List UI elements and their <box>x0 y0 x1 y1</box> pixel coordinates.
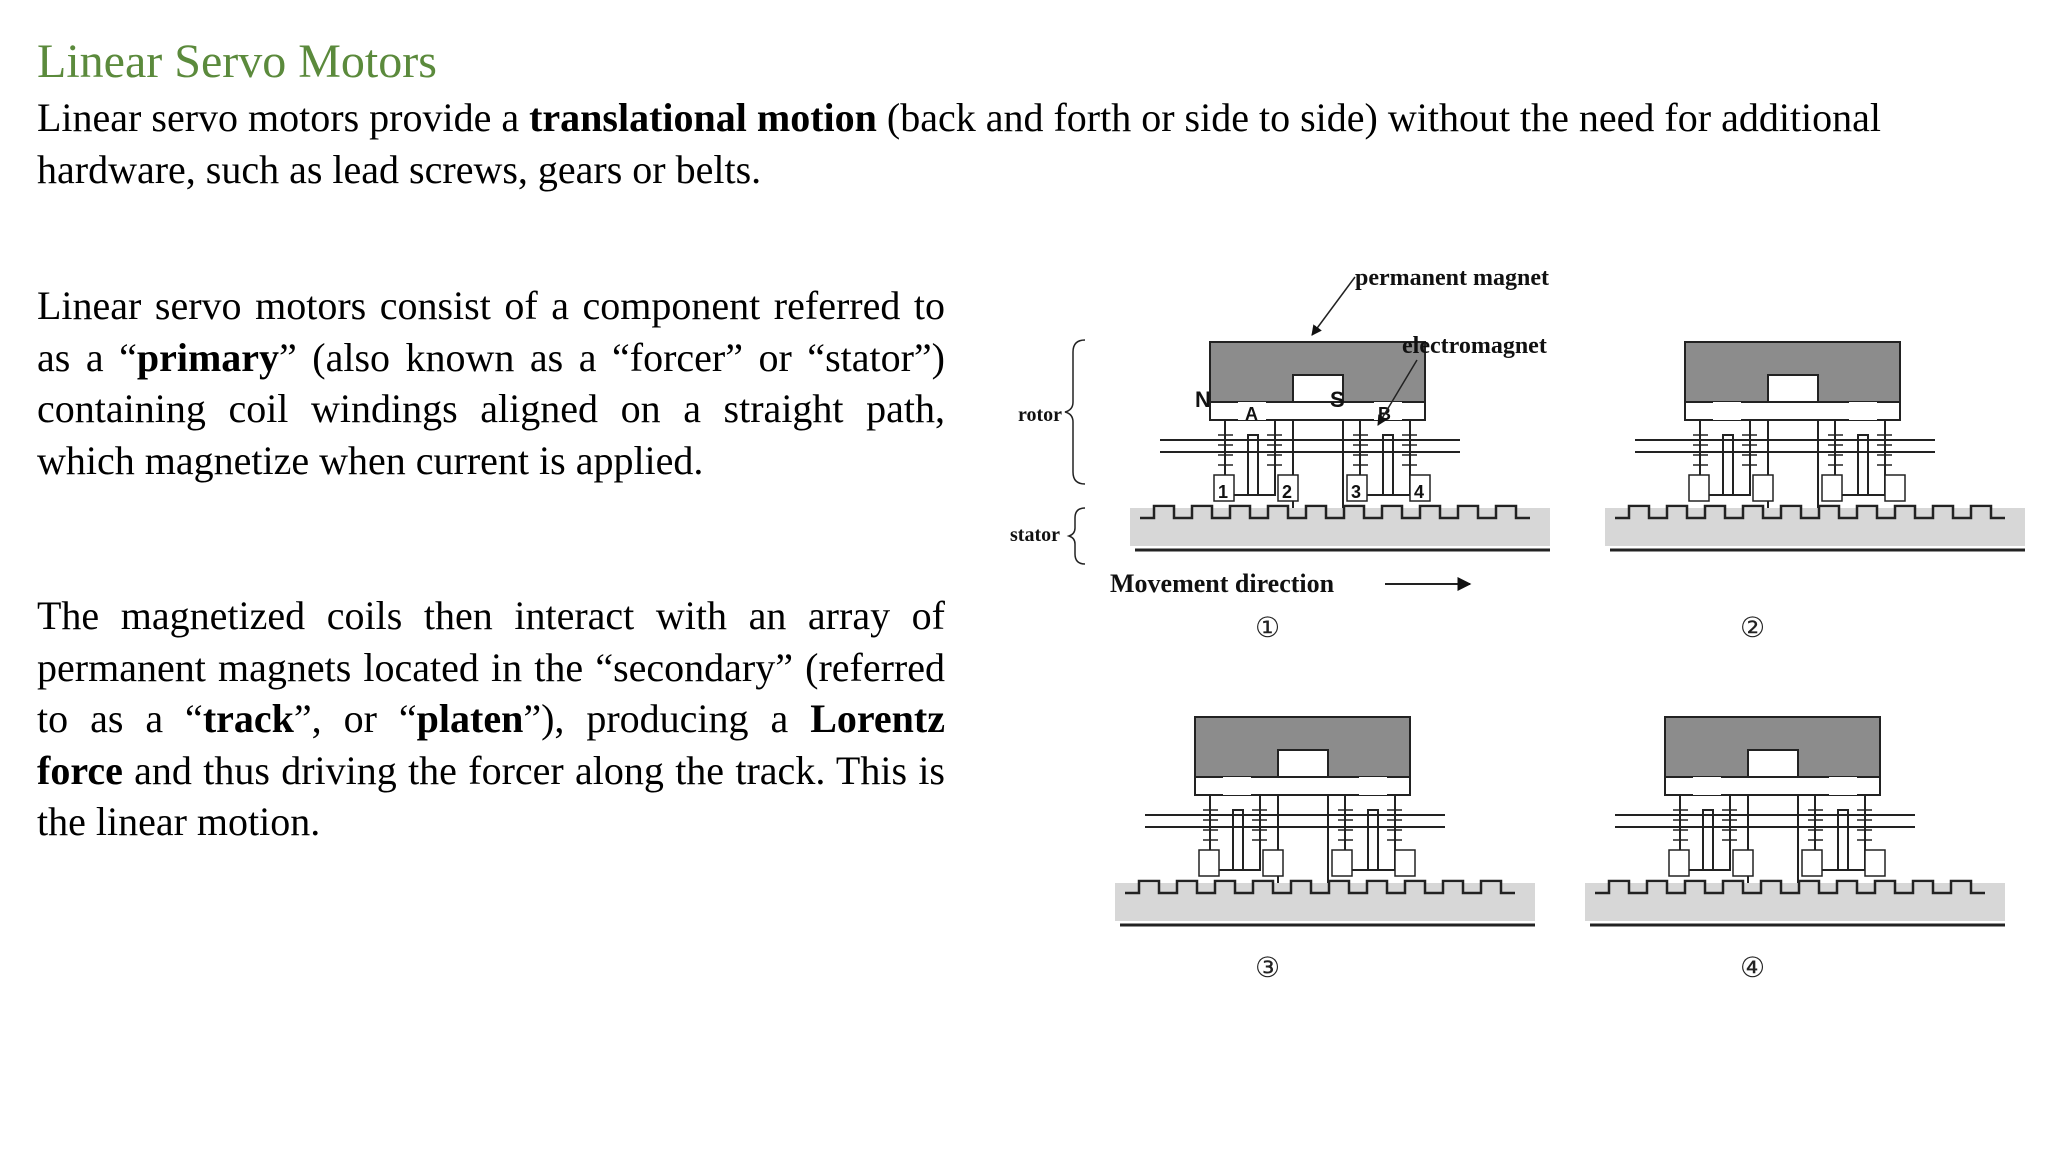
para2-text-3: ”), producing a <box>523 696 811 741</box>
pole-a: A <box>1245 404 1258 424</box>
secondary-paragraph: The magnetized coils then interact with … <box>37 590 945 848</box>
coil-3: 3 <box>1351 482 1361 502</box>
para1-text-1: Linear servo motors consist of a compone… <box>37 283 945 380</box>
movement-direction-label: Movement direction <box>1110 569 1335 598</box>
panel-caption-1: ① <box>1255 613 1280 644</box>
pole-n: N <box>1195 387 1211 412</box>
panel-caption-4: ④ <box>1740 953 1765 984</box>
stator-label: stator <box>1010 524 1060 546</box>
intro-bold-term: translational motion <box>529 95 877 140</box>
permanent-magnet-label: permanent magnet <box>1355 265 1549 291</box>
intro-text-end: (back and forth or side to side) without… <box>37 95 1882 192</box>
coil-1: 1 <box>1218 482 1228 502</box>
para1-text-2: ” (also known as a “forcer” or “stator”)… <box>37 334 946 483</box>
slide-title: Linear Servo Motors <box>37 35 437 88</box>
panel-caption-3: ③ <box>1255 953 1280 984</box>
intro-paragraph: Linear servo motors provide a translatio… <box>37 92 1997 196</box>
intro-text-start: Linear servo motors provide a <box>37 95 530 140</box>
electromagnet-label: electromagnet <box>1402 333 1547 359</box>
para2-text-1: The magnetized coils then interact with … <box>37 593 945 741</box>
pole-s: S <box>1330 387 1345 412</box>
para2-text-2: ”, or “ <box>293 696 417 741</box>
coil-4: 4 <box>1414 482 1424 502</box>
para2-text-4: and thus driving the forcer along the tr… <box>37 747 945 845</box>
linear-motor-diagram: N S A B 1 2 3 4 permanent magnet electro… <box>1010 265 2027 984</box>
primary-paragraph: Linear servo motors consist of a compone… <box>37 280 945 486</box>
para2-bold-lorentz: Lorentz force <box>37 696 946 793</box>
rotor-label: rotor <box>1018 404 1062 426</box>
panel-caption-2: ② <box>1740 613 1765 644</box>
para2-bold-platen: platen <box>416 696 524 741</box>
para2-bold-track: track <box>202 696 294 741</box>
coil-2: 2 <box>1282 482 1292 502</box>
para1-bold-primary: primary <box>136 334 280 380</box>
